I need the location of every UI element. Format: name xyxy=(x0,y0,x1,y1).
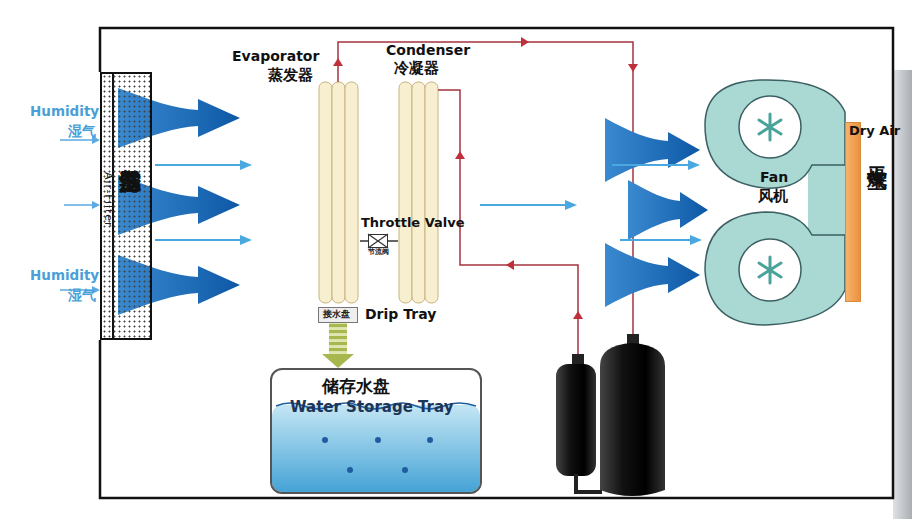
valve-body xyxy=(368,234,388,248)
evaporator-coil xyxy=(332,82,345,303)
air-arrow-head xyxy=(690,235,702,245)
flow-arrow xyxy=(628,64,638,72)
air-arrow-head xyxy=(688,160,700,170)
air-arrow-head xyxy=(240,235,252,245)
air-arrow-head xyxy=(240,160,252,170)
drip-arrow xyxy=(322,323,354,368)
drip-tray: 接水盘Drip Tray xyxy=(318,307,358,323)
fan-blades xyxy=(759,114,781,140)
air-arrow xyxy=(620,239,690,241)
water-drop xyxy=(375,437,381,443)
air-arrow xyxy=(60,139,92,141)
evaporator-coil xyxy=(319,82,332,303)
flow-arrow xyxy=(521,37,529,47)
accumulator xyxy=(556,364,596,476)
node-text: 接水盘 xyxy=(323,310,350,320)
valve-cross xyxy=(368,234,388,248)
airflow-arrow xyxy=(605,243,700,307)
flow-arrow xyxy=(506,260,514,270)
water-drop xyxy=(322,437,328,443)
water-storage-tray: 储存水盘 Water Storage Tray xyxy=(270,368,482,494)
fan-wheel xyxy=(739,96,801,158)
air-arrow xyxy=(155,164,240,166)
air-arrow xyxy=(155,239,240,241)
flow-arrow xyxy=(573,311,583,319)
airflow-arrow xyxy=(628,180,708,240)
evaporator: Evaporator蒸发器 xyxy=(318,80,360,305)
annotation-label: Humidity xyxy=(30,268,99,283)
node-text: Fan xyxy=(760,170,788,185)
fan-housing xyxy=(705,80,845,188)
annotation-label: Humidity xyxy=(30,104,99,119)
refrigerant-pipe xyxy=(338,42,633,338)
condenser: Condenser冷凝器 xyxy=(398,80,438,305)
node-text: Dry Air xyxy=(849,124,900,138)
water-drop xyxy=(402,467,408,473)
node-text: Evaporator xyxy=(232,49,319,64)
dry-air-outlet: Dry Air干燥空气 xyxy=(845,122,861,302)
node-text: Condenser xyxy=(386,43,470,58)
air-arrow xyxy=(64,204,92,206)
air-arrow xyxy=(612,164,688,166)
water xyxy=(272,405,480,492)
node-text: Drip Tray xyxy=(365,307,436,322)
fan: Fan 风机 xyxy=(700,85,845,325)
enclosure xyxy=(100,28,893,498)
node-text: Water Storage Tray xyxy=(290,399,453,416)
refrigerant-line xyxy=(388,241,398,242)
annotation-label: 湿气 xyxy=(68,288,96,303)
condenser-coil xyxy=(399,82,412,303)
airflow-arrow xyxy=(605,118,700,182)
water-drop xyxy=(427,437,433,443)
flow-arrow xyxy=(455,151,465,159)
air-arrow xyxy=(480,204,565,206)
compressor-pipe xyxy=(576,474,602,492)
node-text: 空气过滤器 xyxy=(118,150,142,155)
valve-cross xyxy=(368,234,388,248)
fan-wheel xyxy=(739,239,801,301)
fan-housing xyxy=(705,212,845,325)
condenser-coil xyxy=(412,82,425,303)
condenser-coil xyxy=(425,82,438,303)
fan-blades xyxy=(759,257,781,283)
connector-line xyxy=(388,240,398,242)
evaporator-coil xyxy=(345,82,358,303)
node-text: 风机 xyxy=(758,188,788,205)
air-arrow-head xyxy=(565,200,577,210)
node-text: 冷凝器 xyxy=(394,60,439,77)
air-arrow-head xyxy=(92,201,100,209)
node-text: 储存水盘 xyxy=(322,377,390,396)
node-text: 干燥空气 xyxy=(866,151,888,155)
drip-arrow-shaft xyxy=(329,323,347,354)
refrigerant-line xyxy=(360,241,368,242)
water-drop xyxy=(347,467,353,473)
air-filter: 空气过滤器 Air-Filter xyxy=(100,72,152,340)
node-text: Throttle Valve xyxy=(361,216,465,230)
node-text: Air-Filter xyxy=(102,172,114,228)
annotation-label: 湿气 xyxy=(68,124,96,139)
compressor xyxy=(600,343,665,496)
connector-line xyxy=(360,240,368,242)
flow-arrow xyxy=(333,58,343,66)
node-text: 蒸发器 xyxy=(268,67,313,84)
arrow-head xyxy=(322,354,354,368)
throttle-valve: Throttle Valve节流阀 xyxy=(368,234,388,248)
node-text: 节流阀 xyxy=(368,249,389,257)
